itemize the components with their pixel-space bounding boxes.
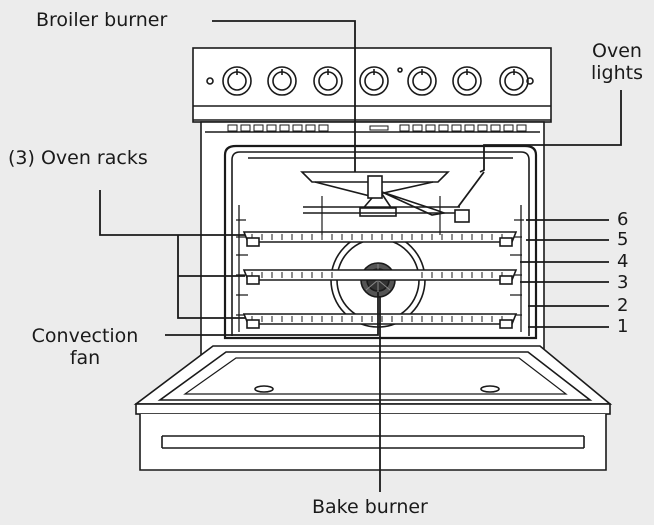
rack-position-label: 6	[617, 209, 629, 230]
knob	[452, 66, 482, 96]
label-convection-fan-line2: fan	[69, 347, 101, 369]
knob	[407, 66, 437, 96]
oven-rack	[242, 269, 518, 285]
rack-ladder-left	[236, 205, 248, 332]
rack-position-label: 1	[617, 316, 629, 337]
label-oven-racks: (3) Oven racks	[8, 147, 148, 169]
rack-position-label: 5	[617, 229, 629, 250]
oven-door	[133, 345, 613, 471]
rack-position-label: 3	[617, 272, 629, 293]
knob	[267, 66, 297, 96]
knob	[222, 66, 252, 96]
rack-position-label: 2	[617, 295, 629, 316]
control-panel	[192, 47, 552, 123]
label-oven-lights-line2: lights	[590, 62, 643, 84]
leader-lines	[99, 20, 622, 492]
label-bake-burner: Bake burner	[312, 496, 428, 518]
rack-position-label: 4	[617, 251, 629, 272]
label-oven-lights: Oven lights	[580, 40, 654, 84]
label-oven-lights-line1: Oven	[592, 40, 642, 62]
broiler-burner	[300, 171, 470, 223]
knob	[359, 66, 389, 96]
label-broiler-burner: Broiler burner	[36, 9, 168, 31]
rack-ladder-right	[510, 205, 524, 332]
knob	[313, 66, 343, 96]
oven-body	[200, 121, 545, 361]
label-convection-fan-line1: Convection	[31, 325, 139, 347]
oven-rack	[242, 231, 518, 247]
label-convection-fan: Convection fan	[10, 325, 160, 369]
vent-slots	[227, 124, 527, 132]
knob	[499, 66, 529, 96]
